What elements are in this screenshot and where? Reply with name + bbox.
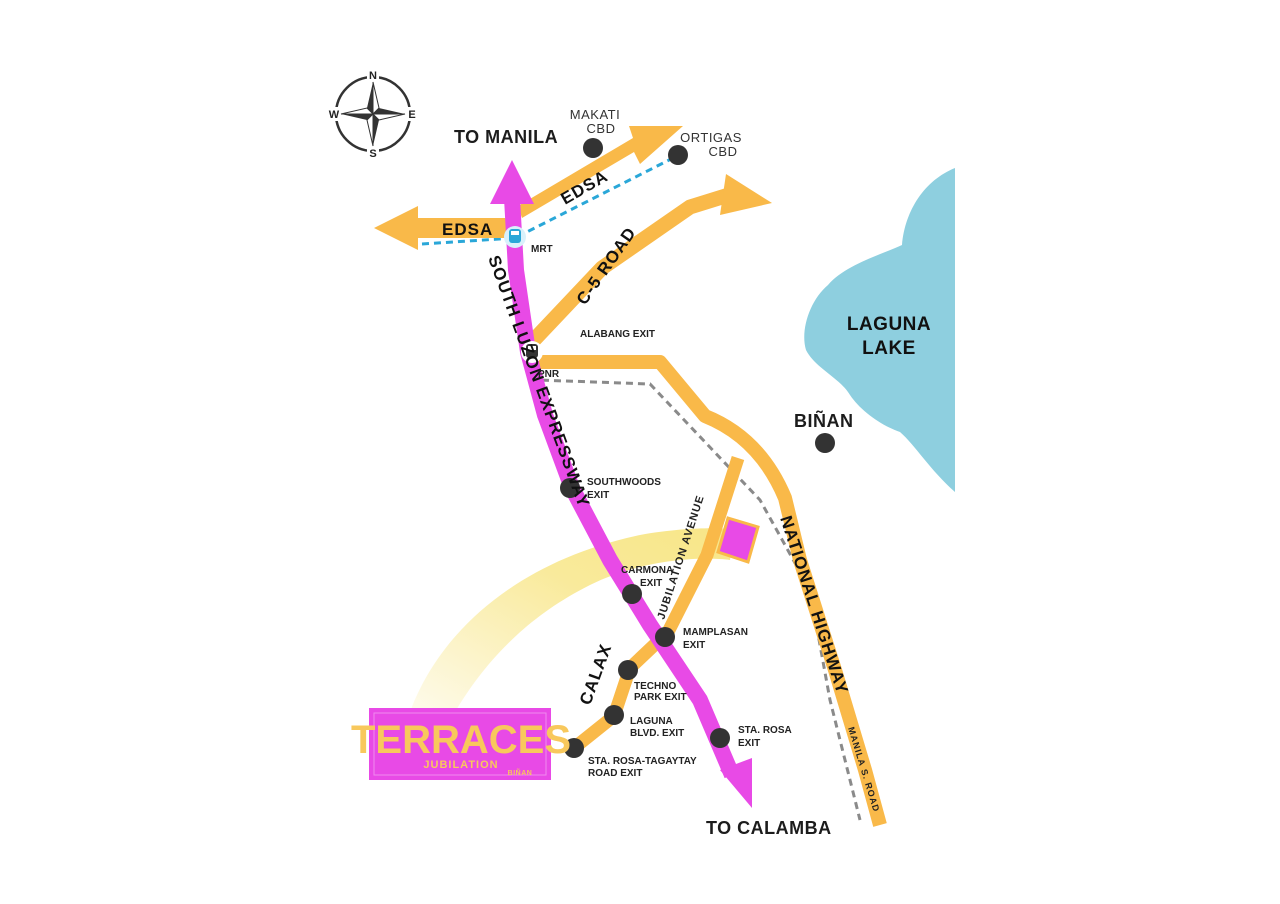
southwoods-label-1: SOUTHWOODS: [587, 477, 661, 488]
carmona-label-2: EXIT: [640, 578, 662, 589]
mamplasan-label-1: MAMPLASAN: [683, 627, 748, 638]
carmona-exit-dot: [622, 584, 642, 604]
laguna-lake-label-2: LAKE: [862, 338, 916, 359]
compass-icon: N S E W: [328, 68, 418, 160]
compass-n: N: [369, 70, 377, 82]
mrt-station-icon: [504, 226, 526, 248]
laguna-blvd-label-2: BLVD. EXIT: [630, 728, 684, 739]
mamplasan-exit-dot: [655, 627, 675, 647]
c5-road-label: C-5 ROAD: [573, 224, 640, 309]
compass-w: W: [329, 109, 340, 121]
sta-rosa-exit-dot: [710, 728, 730, 748]
c5-arrowhead: [720, 174, 772, 215]
tagaytay-label-2: ROAD EXIT: [588, 768, 642, 779]
ortigas-label-1: ORTIGAS: [680, 130, 742, 145]
to-manila-label: TO MANILA: [454, 127, 558, 147]
tagaytay-exit-dot: [564, 738, 584, 758]
makati-label-2: CBD: [587, 121, 616, 136]
laguna-lake: [804, 168, 955, 492]
edsa-north-road: [518, 126, 683, 218]
terraces-logo: TERRACES JUBILATION BIÑAN: [351, 708, 571, 780]
tagaytay-label-1: STA. ROSA-TAGAYTAY: [588, 756, 697, 767]
national-highway-label: NATIONAL HIGHWAY: [776, 513, 852, 696]
property-marker: [716, 516, 760, 564]
edsa-west-label: EDSA: [442, 220, 493, 239]
to-calamba-label: TO CALAMBA: [706, 818, 832, 838]
laguna-blvd-label-1: LAGUNA: [630, 716, 673, 727]
mrt-label: MRT: [531, 244, 553, 255]
slex-arrowhead-south: [720, 758, 752, 808]
compass-s: S: [369, 148, 376, 160]
ortigas-cbd-dot: [668, 145, 688, 165]
edsa-west-road: [374, 206, 512, 250]
c5-road: [526, 185, 738, 348]
national-highway: [538, 355, 887, 827]
techno-label-2: PARK EXIT: [634, 692, 687, 703]
pnr-label: PNR: [538, 369, 560, 380]
manila-s-road-label: MANILA S. ROAD: [846, 726, 881, 814]
pnr-station-icon: [521, 341, 543, 363]
highlight-beam: [410, 528, 735, 712]
laguna-lake-label-1: LAGUNA: [847, 314, 931, 335]
sta-rosa-label-1: STA. ROSA: [738, 725, 792, 736]
logo-location: BIÑAN: [508, 768, 533, 777]
compass-e: E: [408, 109, 415, 121]
jubilation-avenue: [569, 456, 745, 754]
calax-label: CALAX: [576, 641, 616, 707]
southwoods-label-2: EXIT: [587, 490, 609, 501]
pnr-line: [536, 372, 862, 821]
mamplasan-label-2: EXIT: [683, 640, 705, 651]
ortigas-label-2: CBD: [709, 144, 738, 159]
logo-title: TERRACES: [351, 718, 571, 762]
carmona-label-1: CARMONA: [621, 565, 673, 576]
logo-subtitle: JUBILATION: [423, 759, 498, 771]
sta-rosa-label-2: EXIT: [738, 738, 760, 749]
binan-dot: [815, 433, 835, 453]
slex-arrowhead-north: [490, 160, 534, 204]
techno-park-exit-dot: [618, 660, 638, 680]
alabang-exit-label: ALABANG EXIT: [580, 329, 655, 340]
binan-label: BIÑAN: [794, 410, 854, 431]
techno-label-1: TECHNO: [634, 681, 676, 692]
makati-label-1: MAKATI: [570, 107, 620, 122]
southwoods-exit-dot: [560, 478, 580, 498]
makati-cbd-dot: [583, 138, 603, 158]
laguna-blvd-exit-dot: [604, 705, 624, 725]
